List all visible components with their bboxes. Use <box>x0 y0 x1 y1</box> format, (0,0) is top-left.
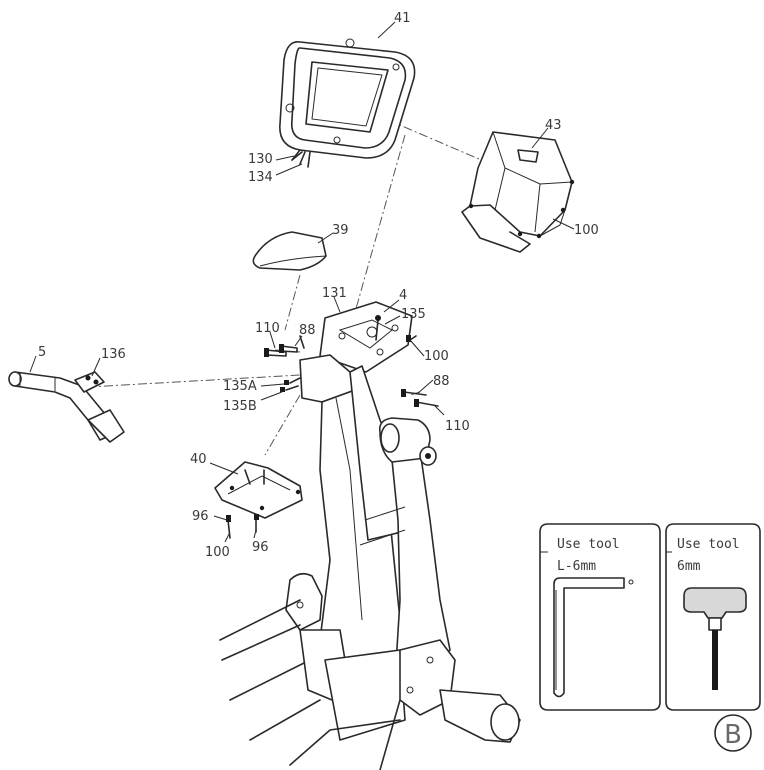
label-88-right: 88 <box>433 374 450 389</box>
t-key-tool-line1: Use tool <box>677 537 740 552</box>
plate-part-40 <box>214 461 303 519</box>
label-96-right: 96 <box>252 540 269 555</box>
label-4: 4 <box>399 288 407 303</box>
l-key-tool-line1: Use tool <box>557 537 620 552</box>
label-136: 136 <box>101 347 126 362</box>
label-110-left: 110 <box>255 321 280 336</box>
label-131: 131 <box>322 286 347 301</box>
label-41: 41 <box>394 11 411 26</box>
label-130: 130 <box>248 152 273 167</box>
label-100-lower: 100 <box>205 545 230 560</box>
label-88-left: 88 <box>299 323 316 338</box>
upright-frame <box>219 354 521 770</box>
step-marker-letter: B <box>724 720 742 750</box>
part-labels: 41 43 130 134 100 39 131 4 135 110 88 10… <box>38 11 599 560</box>
label-96-left: 96 <box>192 509 209 524</box>
console-part-41 <box>279 38 416 168</box>
tool-box-t-key: Use tool 6mm <box>665 523 761 711</box>
l-key-icon <box>553 577 625 698</box>
l-key-tool-line2: L-6mm <box>557 559 596 574</box>
cover-part-39 <box>252 231 327 271</box>
t-key-tool-line2: 6mm <box>677 559 701 574</box>
handlebar-part-5 <box>8 371 125 443</box>
console-bracket-part-43 <box>461 131 575 253</box>
label-43: 43 <box>545 118 562 133</box>
label-100-bracket: 100 <box>574 223 599 238</box>
bolts <box>226 151 439 539</box>
label-135: 135 <box>401 307 426 322</box>
t-key-icon <box>683 587 747 690</box>
label-100-plate: 100 <box>424 349 449 364</box>
label-135A: 135A <box>223 379 257 394</box>
label-110-right: 110 <box>445 419 470 434</box>
leader-lines <box>29 21 549 543</box>
label-40: 40 <box>190 452 207 467</box>
label-135B: 135B <box>223 399 257 414</box>
label-39: 39 <box>332 223 349 238</box>
label-5: 5 <box>38 345 46 360</box>
tool-box-l-key: Use tool L-6mm <box>539 523 661 711</box>
label-134: 134 <box>248 170 273 185</box>
step-marker: B <box>714 714 752 752</box>
